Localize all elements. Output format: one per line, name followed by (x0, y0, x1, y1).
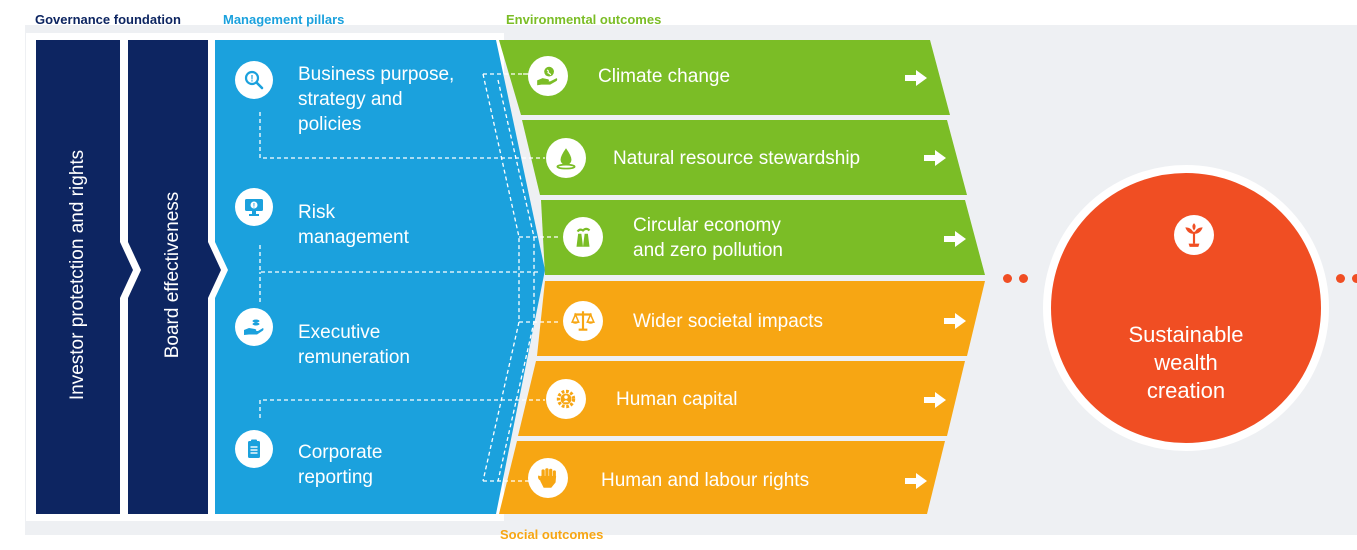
dashed-connectors (259, 73, 560, 482)
header-social: Social outcomes (500, 527, 604, 542)
gear-person-icon (546, 379, 586, 419)
hand-coins-icon (235, 308, 273, 346)
pillar-line: reporting (298, 467, 373, 488)
outcome-line: Climate change (598, 66, 731, 87)
outcome-line: Circular economy (633, 215, 781, 236)
connector-dot (1019, 274, 1028, 283)
pillar-line: Executive (298, 322, 381, 343)
magnifier-icon: ! (235, 61, 273, 99)
clipboard-icon (235, 430, 273, 468)
arrow-right-icon (944, 231, 966, 247)
pillar-line: Corporate (298, 442, 383, 463)
factory-icon (563, 217, 603, 257)
svg-text:!: ! (253, 203, 255, 210)
pillar-line: Risk (298, 202, 335, 223)
connector-dot (1336, 274, 1345, 283)
pillar-line: Business purpose, (298, 64, 455, 85)
outcome-label-rights: Human and labour rights (601, 468, 809, 493)
outcome-band-natural (522, 120, 967, 195)
pillar-line: remuneration (298, 347, 410, 368)
pillar-line: policies (298, 114, 362, 135)
governance-band-1 (36, 40, 133, 514)
arrow-right-icon (944, 313, 966, 329)
water-drop-icon (546, 138, 586, 178)
pillar-label-reporting: Corporate reporting (298, 440, 383, 490)
outcome-line: and zero pollution (633, 240, 783, 261)
outcome-label-capital: Human capital (616, 387, 737, 412)
outcome-band-climate (499, 40, 950, 115)
outcome-band-circular (541, 200, 985, 275)
monitor-alert-icon: ! (235, 188, 273, 226)
connector-risk (259, 245, 540, 273)
arrow-right-icon (905, 70, 927, 86)
connector-natural (259, 112, 545, 159)
raised-fist-icon (528, 458, 568, 498)
outcome-label-natural: Natural resource stewardship (613, 146, 860, 171)
result-label: Sustainable wealth creation (1128, 322, 1244, 403)
outcome-band-societal (537, 281, 985, 356)
pillar-label-executive: Executive remuneration (298, 320, 410, 370)
arrow-right-icon (924, 392, 946, 408)
connector-trunk-2 (497, 79, 535, 482)
sustainable-wealth-circle: Sustainable wealth creation (1043, 165, 1329, 451)
pillar-label-purpose: Business purpose, strategy and policies (298, 62, 454, 137)
pillar-label-risk: Risk management (298, 200, 409, 250)
governance-label-board: Board effectiveness (162, 191, 183, 359)
outcome-line: Human capital (616, 389, 738, 410)
arrow-right-icon (905, 473, 927, 489)
seedling-icon (1174, 215, 1214, 255)
governance-band-2 (128, 40, 221, 514)
header-management: Management pillars (223, 12, 345, 27)
globe-hand-icon (528, 56, 568, 96)
connector-dot (1352, 274, 1357, 283)
pillar-line: strategy and (298, 89, 403, 110)
pillar-line: management (298, 227, 409, 248)
header-governance: Governance foundation (35, 12, 181, 27)
outcome-label-circular: Circular economy and zero pollution (633, 213, 783, 263)
outcome-line: Human and labour rights (601, 470, 810, 491)
arrow-right-icon (924, 150, 946, 166)
scales-icon (563, 301, 603, 341)
header-environmental: Environmental outcomes (506, 12, 662, 27)
governance-label-investor: Investor protetction and rights (67, 149, 88, 401)
outcome-line: Wider societal impacts (633, 311, 824, 332)
outcome-line: Natural resource stewardship (613, 148, 861, 169)
outcome-band-rights (499, 441, 945, 514)
outcome-band-capital (518, 361, 965, 436)
svg-text:!: ! (251, 74, 254, 84)
outcome-label-societal: Wider societal impacts (633, 309, 823, 334)
outcome-label-climate: Climate change (598, 64, 730, 89)
connector-capital (259, 399, 545, 418)
connector-dot (1003, 274, 1012, 283)
